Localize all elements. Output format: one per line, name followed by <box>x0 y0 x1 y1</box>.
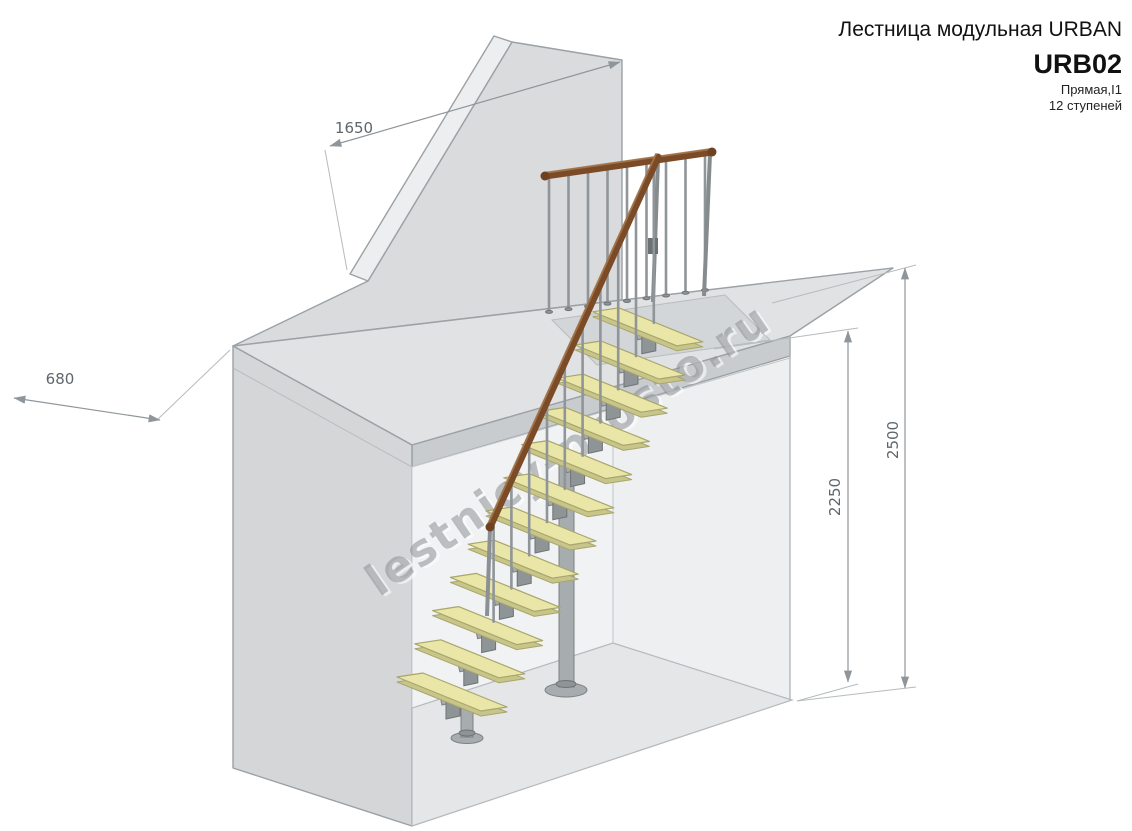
slab-thickness-line <box>232 367 413 468</box>
stair-handrail-group <box>485 153 662 617</box>
dimension-label-2500: 2500 <box>884 421 902 459</box>
stair-handrail <box>486 153 662 531</box>
extension-line <box>771 264 917 304</box>
dimensions: 1650 680 2500 2250 <box>13 61 917 702</box>
baluster-base <box>642 296 651 301</box>
extension-line <box>796 683 859 702</box>
room <box>232 35 894 827</box>
step-tread <box>396 672 508 712</box>
stair-balusters <box>492 164 656 623</box>
entry-post-flange <box>458 729 476 737</box>
step-tread <box>503 473 615 513</box>
handrail-newel <box>485 528 492 617</box>
dimension-1650: 1650 <box>324 61 621 271</box>
extension-line <box>157 349 231 420</box>
step-tread <box>556 373 668 413</box>
step-tread <box>432 605 544 646</box>
step-tread <box>485 506 597 546</box>
step-tread <box>520 440 633 480</box>
extension-line <box>796 686 917 702</box>
step-tread <box>574 340 686 380</box>
dimension-2500: 2500 <box>771 264 917 702</box>
column-flange <box>555 680 577 688</box>
dimension-label-1650: 1650 <box>335 119 373 137</box>
baluster-base <box>564 307 573 312</box>
extension-line <box>713 327 859 350</box>
step-tread <box>538 406 651 446</box>
stair-steps <box>396 307 704 717</box>
dimension-label-680: 680 <box>46 370 75 388</box>
step-tread <box>449 572 562 613</box>
extension-line <box>324 149 348 271</box>
baluster-base <box>681 290 690 295</box>
dimension-label-2250: 2250 <box>826 478 844 516</box>
railing-corner-post <box>702 153 712 297</box>
baluster-base <box>662 293 670 298</box>
step-tread <box>467 539 579 579</box>
title-block: Лестница модульная URBAN URB02 Прямая,I1… <box>838 18 1122 113</box>
step-tread <box>592 307 704 347</box>
handrail-finial <box>707 147 717 157</box>
baluster-base <box>623 298 631 303</box>
model-code: URB02 <box>1033 49 1122 79</box>
baluster-base <box>545 309 553 314</box>
dimension-2250: 2250 <box>713 327 859 702</box>
landing-handrail <box>541 148 716 180</box>
dimension-line <box>329 61 621 147</box>
dimension-680: 680 <box>13 349 231 423</box>
product-series: Лестница модульная URBAN <box>838 18 1122 41</box>
step-tread <box>414 639 526 679</box>
handrail-finial <box>485 522 495 532</box>
stair-handrail-highlight <box>487 153 657 525</box>
landing-handrail-highlight <box>543 148 712 174</box>
dimension-line <box>13 395 161 423</box>
baluster-base <box>603 301 612 306</box>
steps-count-label: 12 ступеней <box>1049 98 1122 113</box>
handrail-finial <box>540 171 550 181</box>
sloped-wall-face <box>232 41 623 347</box>
room-floor <box>411 642 794 827</box>
stair-type: Прямая,I1 <box>1061 82 1122 97</box>
